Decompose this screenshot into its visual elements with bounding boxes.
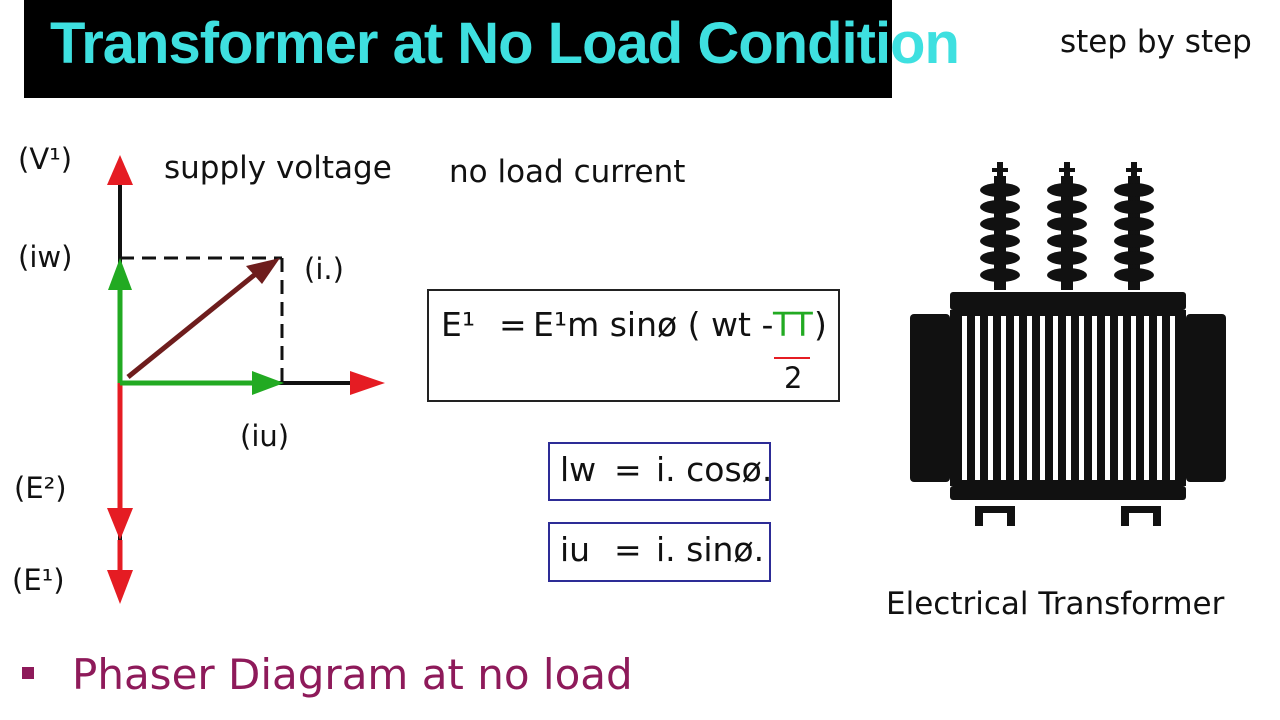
io-label: (i.) [304, 252, 344, 286]
e2-arrow-head [107, 508, 133, 540]
io-arrow-head [246, 258, 280, 284]
iw-arrow-head [108, 258, 132, 290]
fraction-bar [774, 357, 810, 359]
emf-formula-box: E¹ = E¹m sinø ( wt - TT ) 2 [427, 289, 840, 402]
iu-eq-rhs: i. sinø. [656, 530, 765, 569]
step-by-step-tag: step by step [1060, 24, 1252, 60]
iw-label: (iw) [18, 240, 73, 274]
formula-equals: = [499, 305, 527, 344]
formula-pi-numerator: TT [773, 305, 813, 344]
e2-label: (E²) [14, 471, 67, 505]
iw-eq-rhs: i. cosø. [656, 450, 773, 489]
v1-arrow-head [107, 155, 133, 185]
horizontal-arrow-head [350, 371, 385, 395]
iw-eq-equals: = [614, 450, 642, 489]
cooling-fins [962, 316, 1175, 480]
no-load-current-label: no load current [449, 154, 686, 190]
iu-arrow-head [252, 371, 284, 395]
e1-label: (E¹) [12, 563, 65, 597]
v1-label: (V¹) [18, 142, 73, 176]
bullet-text: Phaser Diagram at no load [72, 650, 633, 699]
supply-voltage-label: supply voltage [164, 150, 392, 186]
iu-eq-lhs: iu [560, 530, 591, 569]
formula-lhs: E¹ [441, 305, 476, 344]
iu-label: (iu) [240, 419, 290, 453]
transformer-caption: Electrical Transformer [886, 586, 1225, 622]
bullet-square-icon [22, 667, 34, 679]
iu-eq-equals: = [614, 530, 642, 569]
e1-arrow-head [107, 570, 133, 604]
iu-equation-box: iu = i. sinø. [548, 522, 771, 582]
bushing-icon [980, 162, 1154, 290]
formula-close-paren: ) [814, 305, 827, 344]
title-banner: Transformer at No Load Condition [24, 0, 960, 98]
formula-rhs: E¹m sinø ( wt - [533, 305, 774, 344]
formula-denominator: 2 [784, 361, 803, 395]
page-title: Transformer at No Load Condition [50, 11, 960, 76]
io-vector-line [126, 270, 260, 379]
iw-eq-lhs: lw [560, 450, 597, 489]
iw-equation-box: lw = i. cosø. [548, 442, 773, 501]
